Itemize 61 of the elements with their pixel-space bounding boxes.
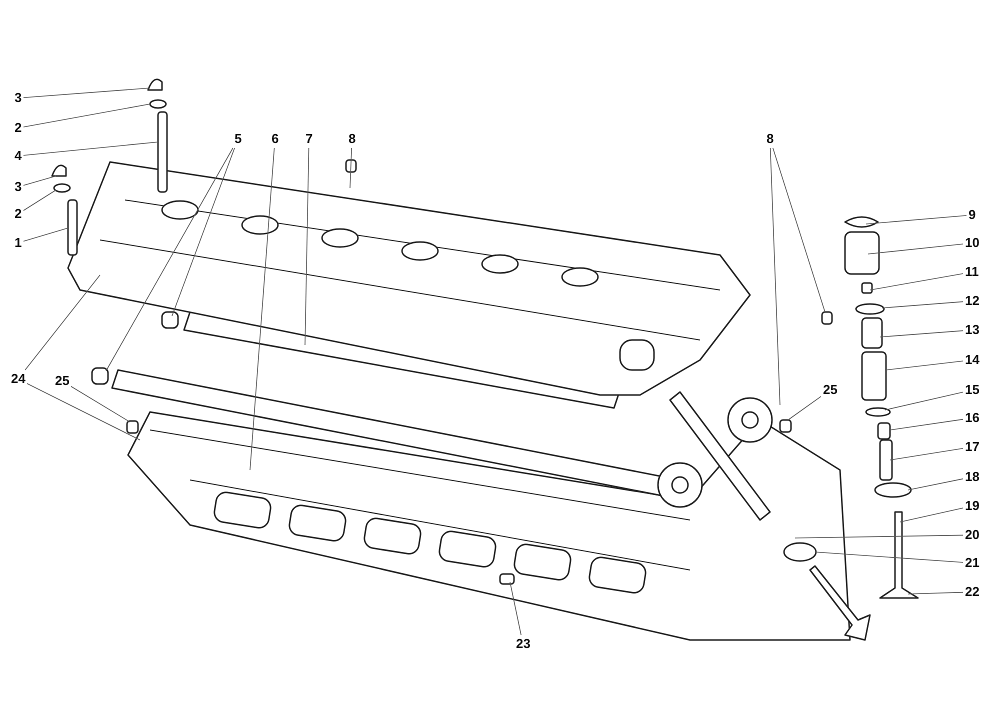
leader-line	[868, 244, 964, 254]
leader-line	[900, 508, 964, 522]
leader-line	[106, 148, 234, 372]
leader-line	[870, 273, 964, 290]
callout-number: 8	[348, 132, 356, 146]
leader-line	[770, 148, 780, 406]
leader-line	[23, 228, 68, 242]
leader-line	[788, 396, 822, 420]
leader-line	[23, 176, 56, 186]
leader-line	[866, 215, 967, 224]
callout-number: 5	[234, 132, 242, 146]
callout-number: 14	[965, 353, 980, 367]
leader-line	[884, 392, 964, 410]
callout-number: 23	[516, 637, 530, 651]
leader-line	[772, 148, 826, 312]
callout-number: 16	[965, 411, 980, 425]
leader-line	[23, 88, 150, 98]
callout-number: 7	[306, 132, 313, 146]
leader-line	[304, 148, 310, 346]
callout-number: 21	[965, 556, 980, 570]
leader-line	[814, 552, 964, 563]
callout-number: 3	[14, 180, 22, 194]
callout-number: 25	[55, 374, 70, 388]
callout-number: 19	[965, 499, 980, 513]
leader-line	[882, 301, 964, 308]
leader-line	[510, 582, 522, 636]
leader-line	[23, 104, 150, 128]
callout-number: 3	[14, 91, 22, 105]
callout-number: 2	[14, 121, 22, 135]
callout-number: 2	[14, 207, 22, 221]
callout-number: 22	[965, 585, 980, 599]
leader-line	[908, 478, 964, 490]
leader-line	[172, 148, 235, 316]
callout-number: 11	[965, 265, 979, 279]
callout-number: 1	[14, 236, 22, 250]
leader-line	[890, 418, 964, 430]
callout-number: 4	[14, 149, 22, 163]
callout-number: 6	[272, 132, 279, 146]
callout-number: 25	[823, 383, 838, 397]
leader-line	[794, 534, 964, 538]
leader-line	[886, 360, 964, 370]
callout-number: 12	[965, 294, 980, 308]
callout-number: 15	[965, 383, 980, 397]
leader-line	[24, 274, 100, 370]
leader-line	[23, 190, 56, 211]
leader-line	[908, 592, 964, 594]
leader-line	[880, 330, 964, 338]
callout-number: 8	[766, 132, 774, 146]
callout-number: 13	[965, 323, 980, 337]
leader-line	[23, 142, 158, 156]
leader-line	[890, 448, 964, 460]
callout-number: 18	[965, 470, 980, 484]
leader-line	[26, 383, 140, 440]
callout-number: 24	[11, 372, 26, 386]
leader-line	[350, 148, 352, 188]
callout-number: 9	[968, 208, 976, 222]
leader-line	[250, 148, 275, 470]
callout-number: 17	[965, 440, 980, 454]
callout-number: 10	[965, 236, 980, 250]
leader-line	[70, 386, 130, 422]
callout-number: 20	[965, 528, 980, 542]
